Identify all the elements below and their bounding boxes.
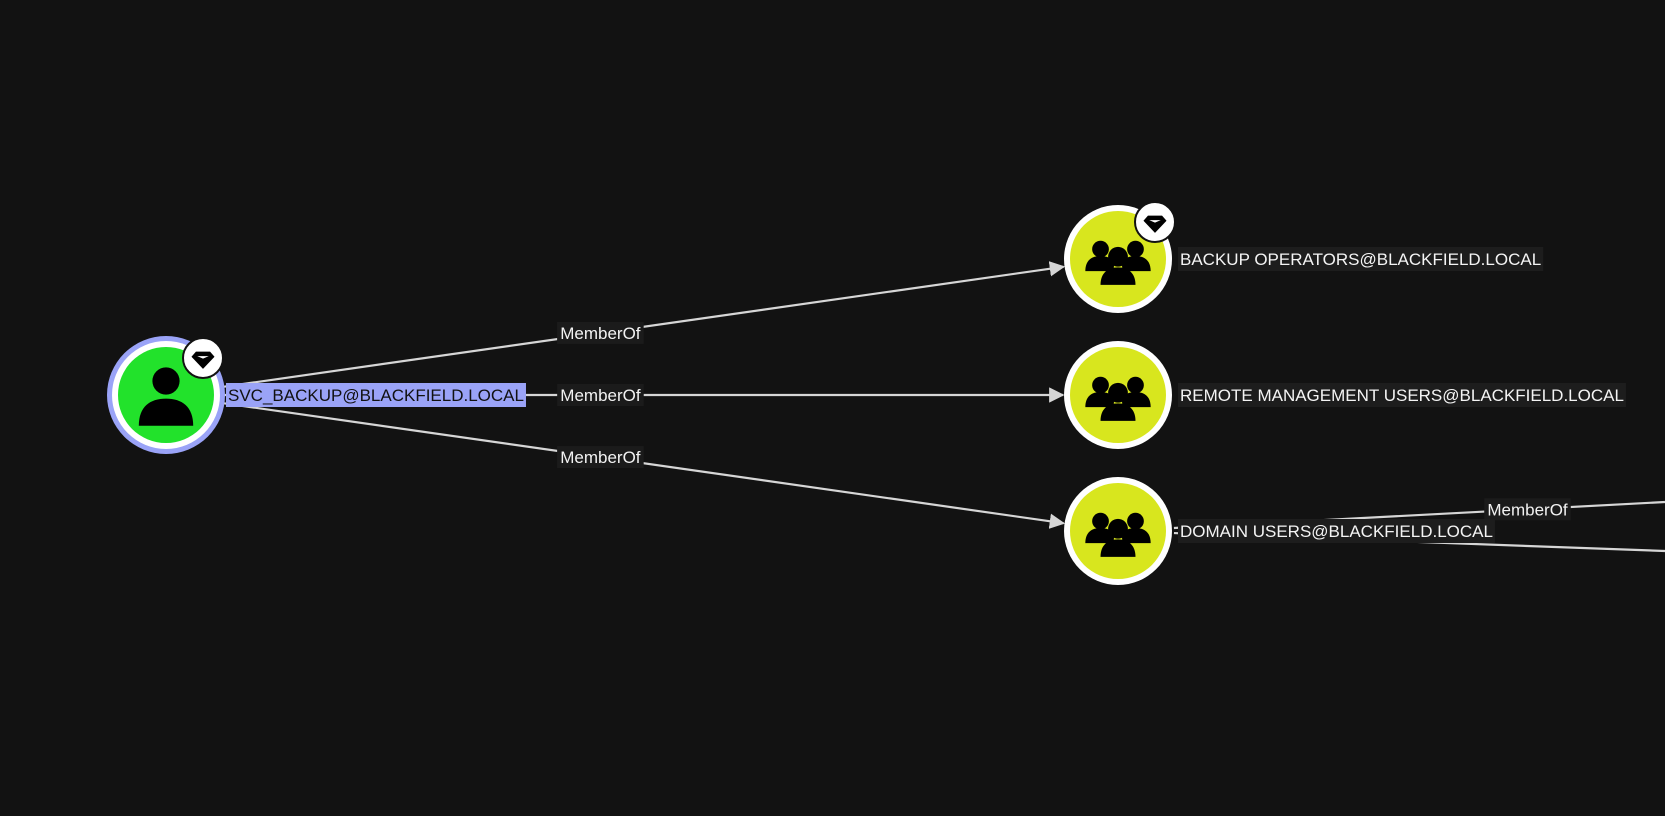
edge-label[interactable]: MemberOf xyxy=(560,324,641,343)
node-svc-backup[interactable]: SVC_BACKUP@BLACKFIELD.LOCAL xyxy=(107,336,526,454)
nodes-layer: SVC_BACKUP@BLACKFIELD.LOCAL BACKUP OPERAT… xyxy=(107,201,1626,585)
edge-label-background xyxy=(557,321,644,344)
edge-label[interactable]: MemberOf xyxy=(1487,500,1568,519)
edge-label-background xyxy=(557,446,644,469)
node-label[interactable]: SVC_BACKUP@BLACKFIELD.LOCAL xyxy=(228,386,524,405)
node-remote-management-users[interactable]: REMOTE MANAGEMENT USERS@BLACKFIELD.LOCAL xyxy=(1064,341,1626,449)
node-label[interactable]: BACKUP OPERATORS@BLACKFIELD.LOCAL xyxy=(1180,250,1541,269)
node-label-background xyxy=(1178,383,1626,407)
node-label[interactable]: REMOTE MANAGEMENT USERS@BLACKFIELD.LOCAL xyxy=(1180,386,1624,405)
node-label[interactable]: DOMAIN USERS@BLACKFIELD.LOCAL xyxy=(1180,522,1493,541)
node-label-background xyxy=(1178,247,1544,271)
edge-svc-backup-to-remote-management-users[interactable]: MemberOf xyxy=(222,384,1065,406)
edge-svc-backup-to-backup-operators[interactable]: MemberOf xyxy=(221,261,1066,389)
node-label-background xyxy=(1178,519,1495,543)
edge-label-background xyxy=(557,384,644,406)
node-domain-users[interactable]: DOMAIN USERS@BLACKFIELD.LOCAL xyxy=(1064,477,1495,585)
edge-label-background xyxy=(1484,498,1571,521)
edge-label[interactable]: MemberOf xyxy=(560,448,641,467)
edge-label[interactable]: MemberOf xyxy=(560,386,641,405)
edge-svc-backup-to-domain-users[interactable]: MemberOf xyxy=(221,401,1066,529)
node-backup-operators[interactable]: BACKUP OPERATORS@BLACKFIELD.LOCAL xyxy=(1064,201,1544,313)
node-label-background xyxy=(226,383,526,407)
